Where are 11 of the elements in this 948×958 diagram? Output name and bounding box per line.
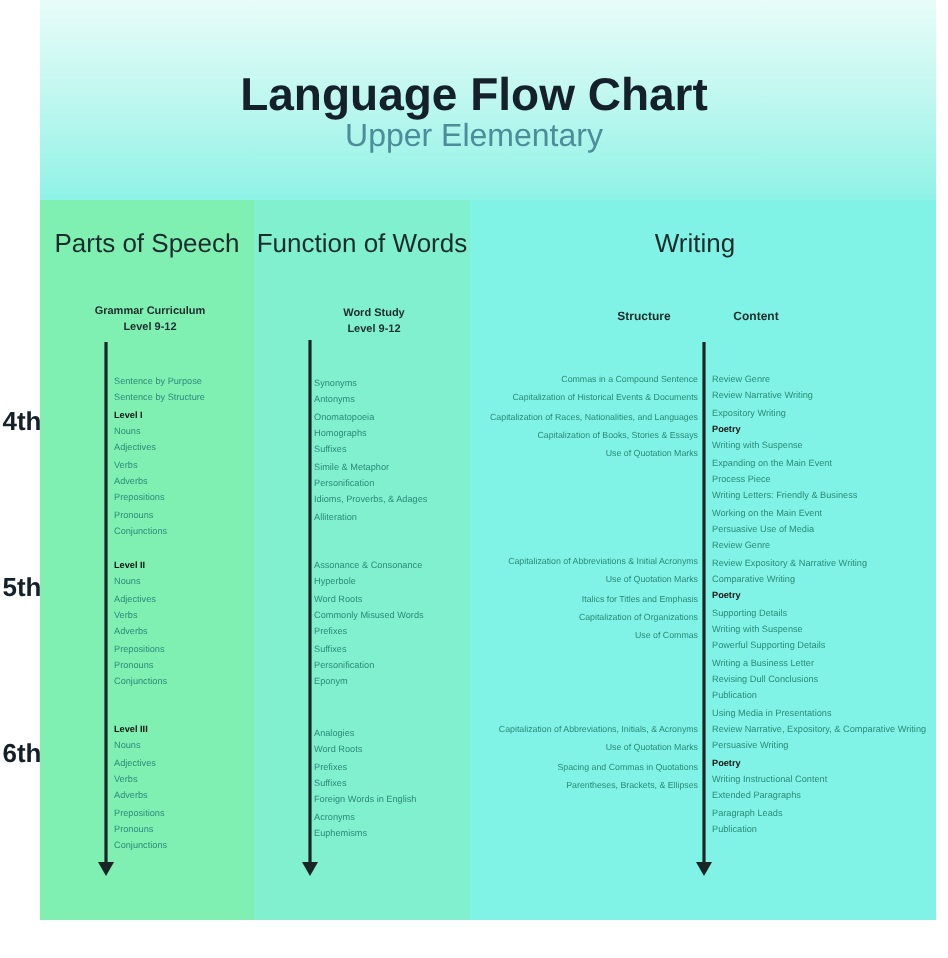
grade-label: 4th [0, 404, 44, 440]
column-band [254, 200, 470, 920]
subtitle: Upper Elementary [343, 120, 605, 158]
grade-label: 6th [0, 736, 44, 772]
title: Language Flow Chart [238, 66, 710, 122]
column-heading: Parts of Speech [52, 226, 242, 262]
grade-label: 5th [0, 570, 44, 606]
column-band [40, 200, 254, 920]
column-band [470, 200, 936, 920]
column-heading: Function of Words [254, 226, 470, 262]
column-heading: Writing [652, 226, 738, 262]
